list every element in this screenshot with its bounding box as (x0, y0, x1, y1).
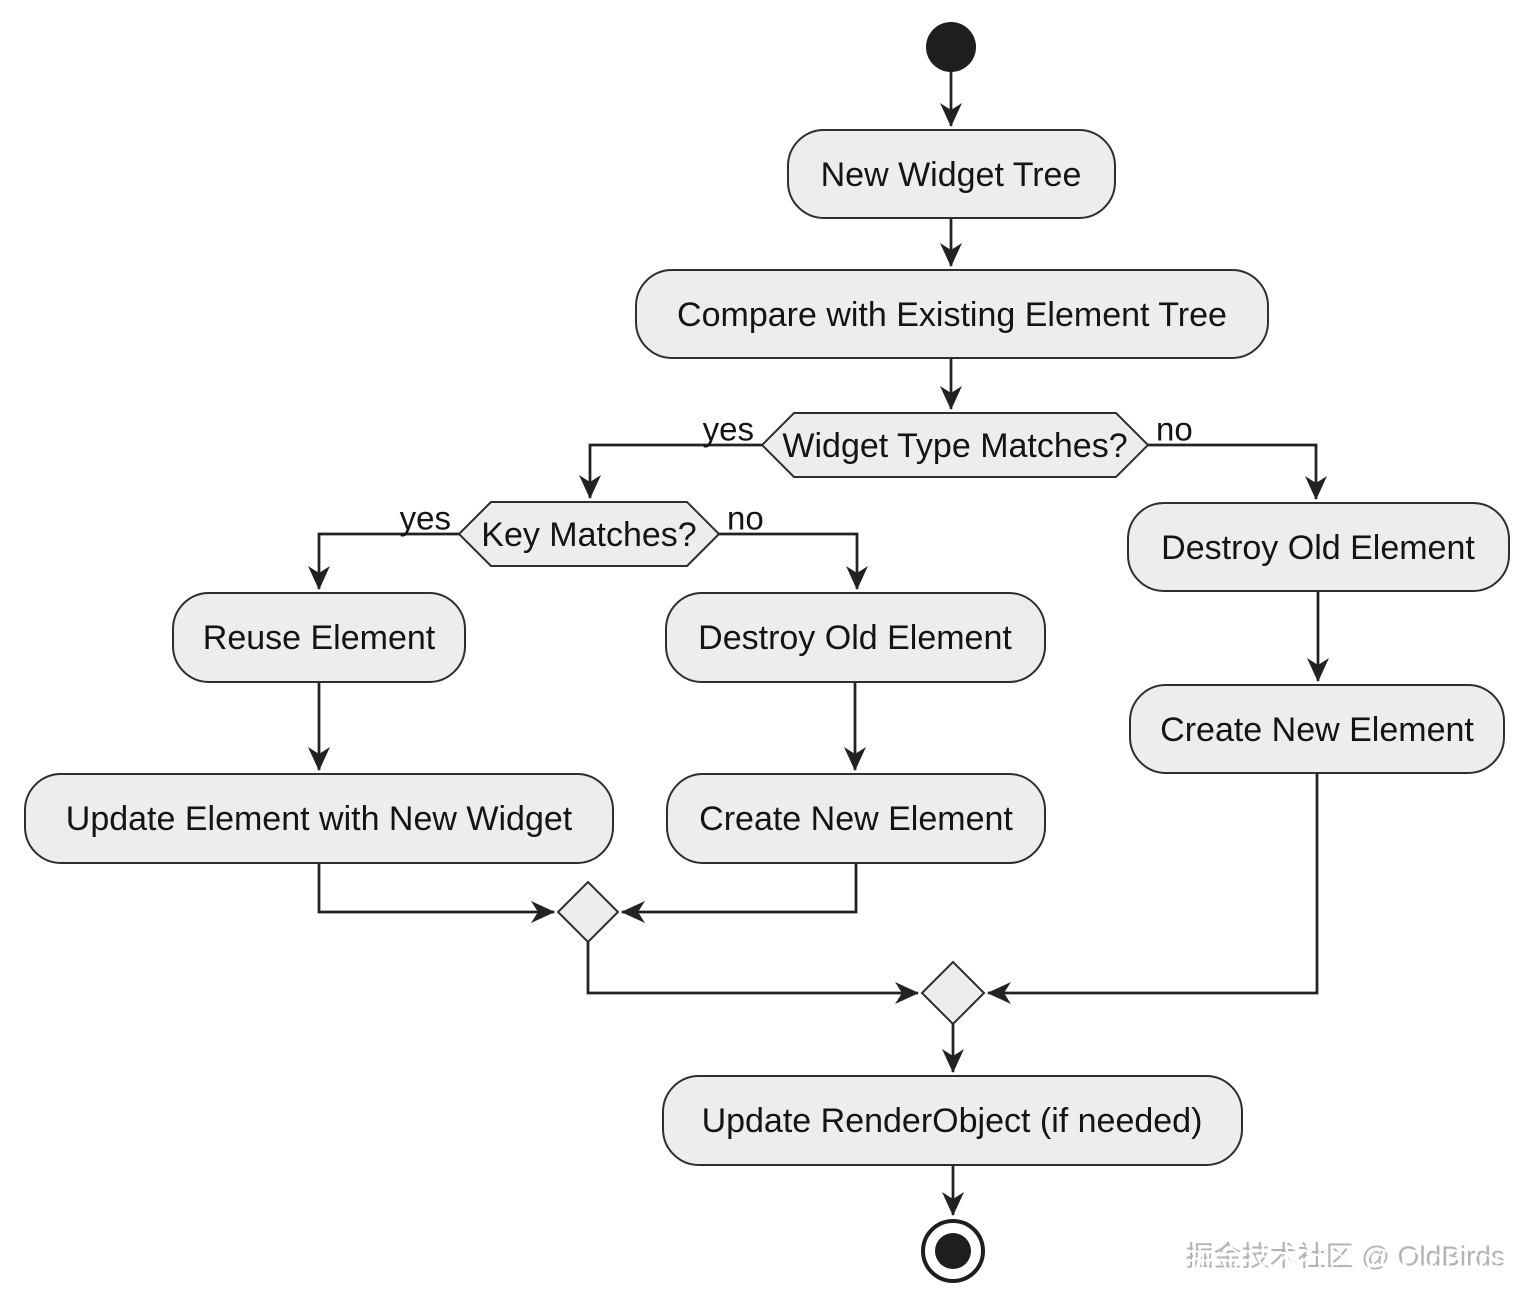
node-reuse-element-shape (172, 592, 466, 683)
node-update-element-new-widget-shape (24, 773, 614, 864)
node-destroy-old-element-type-no-label: Destroy Old Element (1161, 529, 1475, 567)
node-compare-existing-label: Compare with Existing Element Tree (677, 296, 1227, 334)
decision-key-matches: Key Matches? (457, 501, 721, 567)
node-destroy-old-element-type-no-shape (1127, 502, 1510, 592)
label-widget-type-no: no (1156, 411, 1193, 448)
node-update-element-new-widget: Update Element with New Widget (24, 773, 614, 864)
node-update-renderobject-shape (662, 1075, 1243, 1166)
node-destroy-old-element-key-no: Destroy Old Element (665, 592, 1046, 683)
node-new-widget-tree: New Widget Tree (787, 129, 1116, 219)
edge-merge1-to-merge2 (586, 942, 919, 1004)
merge-diamond-1 (556, 880, 620, 944)
watermark: 掘金技术社区 @ OldBirds (1189, 1244, 1508, 1275)
decision-widget-type-matches-label: Widget Type Matches? (782, 427, 1127, 465)
node-create-new-element-type-no-label: Create New Element (1160, 711, 1474, 749)
edge-create-mid-to-merge1 (621, 863, 858, 923)
node-create-new-element-key-no: Create New Element (666, 773, 1046, 864)
decision-widget-type-matches: Widget Type Matches? (760, 412, 1150, 478)
node-destroy-old-element-key-no-shape (665, 592, 1046, 683)
node-create-new-element-key-no-label: Create New Element (699, 800, 1013, 838)
edge-update-element-to-merge1 (317, 863, 555, 923)
node-reuse-element: Reuse Element (172, 592, 466, 683)
label-key-yes: yes (400, 500, 451, 537)
merge-diamond-2 (920, 960, 986, 1026)
node-create-new-element-type-no-shape (1129, 684, 1505, 774)
node-update-renderobject-label: Update RenderObject (if needed) (702, 1102, 1203, 1140)
label-key-no: no (727, 500, 764, 537)
watermark-shadow: 掘金技术社区 @ OldBirds (1186, 1241, 1505, 1272)
decision-key-matches-label: Key Matches? (481, 516, 696, 554)
node-compare-existing: Compare with Existing Element Tree (635, 269, 1269, 359)
node-compare-existing-shape (635, 269, 1269, 359)
node-update-renderobject: Update RenderObject (if needed) (662, 1075, 1243, 1166)
node-reuse-element-label: Reuse Element (203, 619, 436, 657)
node-update-element-new-widget-label: Update Element with New Widget (66, 800, 573, 838)
node-create-new-element-key-no-shape (666, 773, 1046, 864)
edge-key-no (719, 532, 868, 590)
label-widget-type-yes: yes (703, 411, 754, 448)
node-new-widget-tree-label: New Widget Tree (821, 156, 1082, 194)
node-create-new-element-type-no: Create New Element (1129, 684, 1505, 774)
node-destroy-old-element-type-no: Destroy Old Element (1127, 502, 1510, 592)
node-destroy-old-element-key-no-label: Destroy Old Element (698, 619, 1012, 657)
edge-widget-type-no (1148, 443, 1327, 500)
edge-create-right-to-merge2 (987, 773, 1319, 1004)
decision-widget-type-matches-shape (760, 412, 1150, 478)
edge-widget-type-yes (579, 443, 762, 499)
node-new-widget-tree-shape (787, 129, 1116, 219)
start-node (926, 22, 976, 72)
end-node-dot (935, 1233, 971, 1269)
edge-key-yes (308, 532, 459, 590)
end-node (921, 1219, 985, 1283)
decision-key-matches-shape (457, 501, 721, 567)
